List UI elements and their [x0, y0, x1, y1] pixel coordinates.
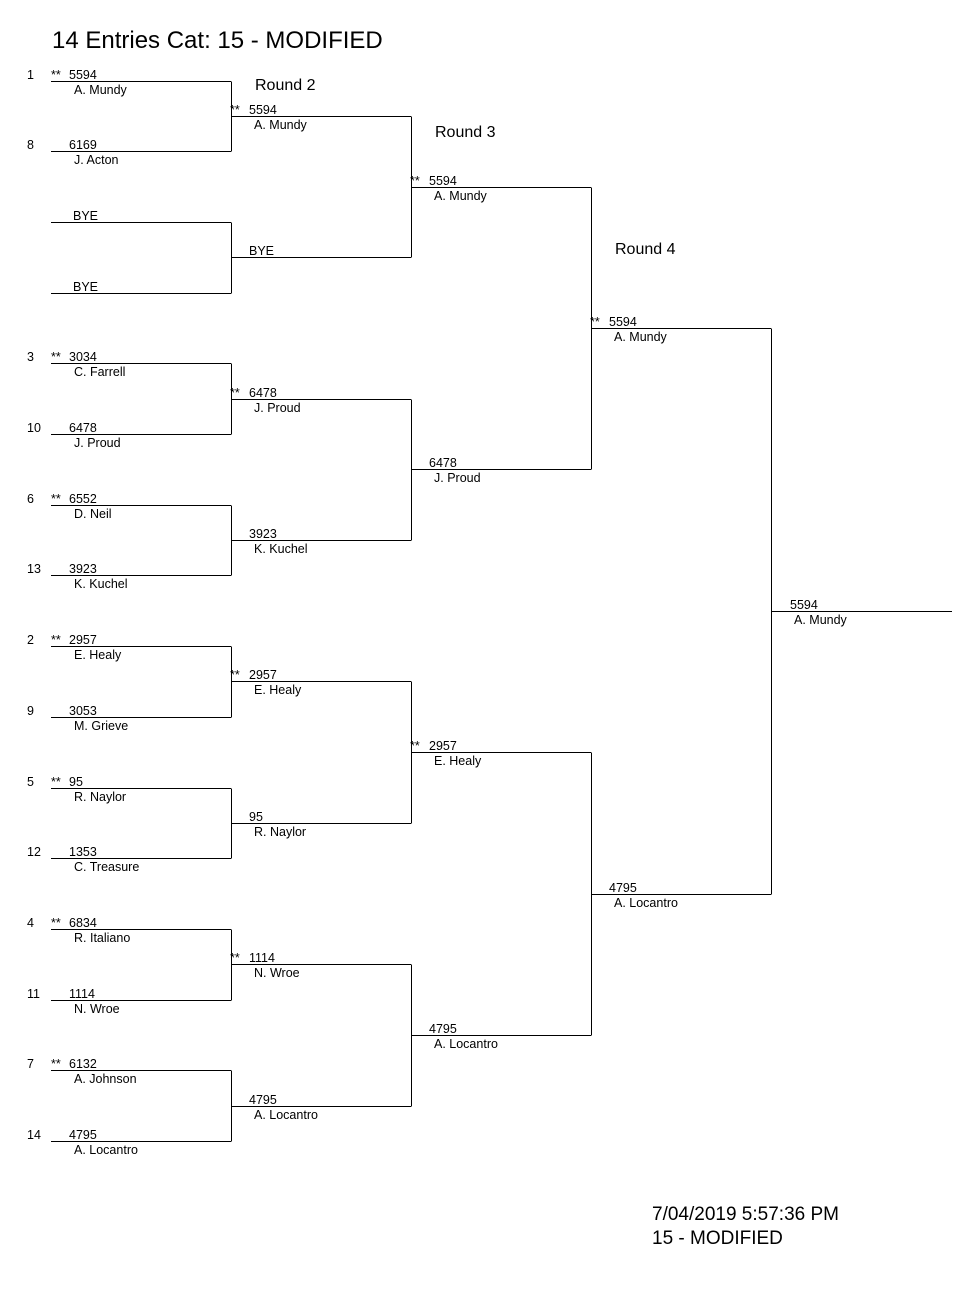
entry-number: 6478 [69, 420, 97, 435]
entry-number: 2957 [249, 667, 277, 682]
entry-number: 95 [249, 809, 263, 824]
entry-name: A. Mundy [614, 329, 667, 344]
qualifier-mark: ** [230, 667, 240, 682]
seed-number: 13 [27, 561, 41, 576]
seed-number: 10 [27, 420, 41, 435]
qualifier-mark: ** [590, 314, 600, 329]
entry-name: R. Italiano [74, 930, 131, 945]
seed-number: 7 [27, 1056, 34, 1071]
entry-number: 5594 [69, 67, 97, 82]
entry-number: 2957 [429, 738, 457, 753]
entry-name: A. Johnson [74, 1071, 137, 1086]
entry-number: 5594 [249, 102, 277, 117]
entry-number: 6552 [69, 491, 97, 506]
entry-number: BYE [73, 279, 99, 294]
entry-number: 6478 [249, 385, 277, 400]
qualifier-mark: ** [51, 1056, 61, 1071]
entry-number: 2957 [69, 632, 97, 647]
entry-number: BYE [73, 208, 99, 223]
entry-name: J. Proud [74, 435, 121, 450]
seed-number: 4 [27, 915, 34, 930]
entry-name: A. Mundy [74, 82, 127, 97]
entry-number: 95 [69, 774, 83, 789]
entry-number: 6478 [429, 455, 457, 470]
entry-number: 3923 [69, 561, 97, 576]
qualifier-mark: ** [51, 632, 61, 647]
entry-number: 5594 [609, 314, 637, 329]
entry-number: 4795 [429, 1021, 457, 1036]
round-4-label: Round 4 [615, 241, 676, 258]
qualifier-mark: ** [51, 915, 61, 930]
entry-number: 1114 [69, 986, 95, 1001]
entry-name: C. Farrell [74, 364, 126, 379]
qualifier-mark: ** [230, 385, 240, 400]
entry-number: 5594 [790, 597, 818, 612]
qualifier-mark: ** [51, 491, 61, 506]
seed-number: 9 [27, 703, 34, 718]
entry-name: N. Wroe [254, 965, 300, 980]
entry-name: R. Naylor [74, 789, 127, 804]
entry-number: 3923 [249, 526, 277, 541]
seed-number: 11 [27, 986, 40, 1001]
entry-name: J. Proud [434, 470, 481, 485]
entry-number: 4795 [249, 1092, 277, 1107]
entry-name: C. Treasure [74, 859, 140, 874]
seed-number: 8 [27, 137, 34, 152]
qualifier-mark: ** [410, 173, 420, 188]
entry-name: M. Grieve [74, 718, 129, 733]
qualifier-mark: ** [51, 67, 61, 82]
entry-number: 5594 [429, 173, 457, 188]
entry-number: 4795 [69, 1127, 97, 1142]
page-title: 14 Entries Cat: 15 - MODIFIED [52, 27, 383, 54]
entry-name: J. Acton [74, 152, 119, 167]
entry-name: A. Mundy [434, 188, 487, 203]
entry-number: 3034 [69, 349, 97, 364]
seed-number: 5 [27, 774, 34, 789]
entry-name: A. Mundy [254, 117, 307, 132]
entry-name: D. Neil [74, 506, 112, 521]
entry-name: K. Kuchel [254, 541, 308, 556]
entry-number: 3053 [69, 703, 97, 718]
entry-number: BYE [249, 243, 275, 258]
footer-category: 15 - MODIFIED [652, 1228, 783, 1249]
entry-name: A. Mundy [794, 612, 847, 627]
seed-number: 14 [27, 1127, 41, 1142]
qualifier-mark: ** [51, 774, 61, 789]
seed-number: 12 [27, 844, 41, 859]
entry-number: 6169 [69, 137, 97, 152]
seed-number: 2 [27, 632, 34, 647]
entry-number: 1353 [69, 844, 97, 859]
entry-name: E. Healy [254, 682, 302, 697]
entry-name: A. Locantro [254, 1107, 318, 1122]
entry-name: A. Locantro [434, 1036, 498, 1051]
entry-name: J. Proud [254, 400, 301, 415]
footer-timestamp: 7/04/2019 5:57:36 PM [652, 1204, 839, 1225]
seed-number: 6 [27, 491, 34, 506]
round-3-label: Round 3 [435, 124, 496, 141]
qualifier-mark: ** [230, 102, 240, 117]
qualifier-mark: ** [51, 349, 61, 364]
entry-number: 6132 [69, 1056, 97, 1071]
entry-name: A. Locantro [74, 1142, 138, 1157]
entry-number: 1114 [249, 950, 275, 965]
round-2-label: Round 2 [255, 77, 316, 94]
qualifier-mark: ** [410, 738, 420, 753]
entry-name: E. Healy [74, 647, 122, 662]
entry-name: N. Wroe [74, 1001, 120, 1016]
entry-name: K. Kuchel [74, 576, 128, 591]
seed-number: 3 [27, 349, 34, 364]
entry-name: A. Locantro [614, 895, 678, 910]
entry-number: 4795 [609, 880, 637, 895]
entry-number: 6834 [69, 915, 97, 930]
seed-number: 1 [27, 67, 34, 82]
entry-name: E. Healy [434, 753, 482, 768]
entry-name: R. Naylor [254, 824, 307, 839]
qualifier-mark: ** [230, 950, 240, 965]
